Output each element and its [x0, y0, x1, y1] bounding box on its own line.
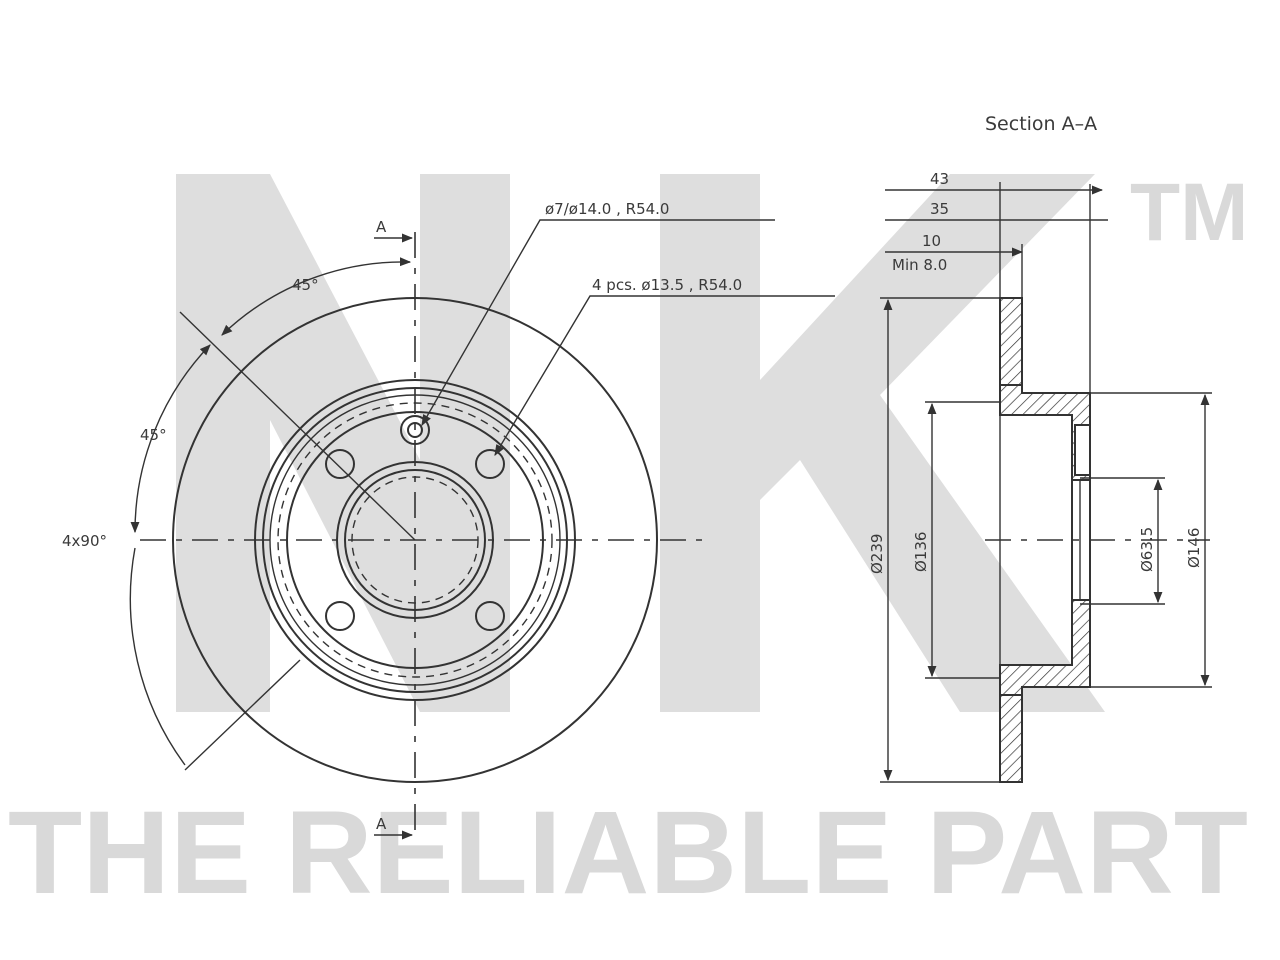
angle-label-top: 45°: [292, 276, 319, 294]
section-friction-ring-top: [999, 297, 1023, 386]
dim-thickness: 10: [922, 232, 941, 250]
angle-extension-line: [184, 659, 301, 771]
friction-ring-inner-edge: [254, 379, 576, 701]
section-friction-ring-bottom: [999, 694, 1023, 783]
disc-outer-edge: [172, 297, 658, 783]
center-bore-outer: [336, 461, 494, 619]
pin-hole-callout: ø7/ø14.0 , R54.0: [545, 200, 669, 218]
hat-groove-1: [269, 394, 561, 686]
front-view: 45° 45° 4x90° A A ø7/ø14.0 , R54.0 4 pcs…: [62, 200, 835, 840]
section-title: Section A–A: [985, 113, 1097, 135]
section-marker-bottom-label: A: [376, 815, 387, 833]
bolt-hole-bottom-left: [325, 601, 355, 631]
pin-hole-outer: [400, 415, 430, 445]
pin-hole-leader: [421, 219, 775, 426]
angle-arc-top: [221, 257, 412, 336]
section-marker-top-label: A: [376, 218, 387, 236]
hat-hidden-line: [277, 402, 553, 678]
bolt-hole-bottom-right: [475, 601, 505, 631]
watermark-letter-k: [660, 174, 1105, 712]
dim-total-height: 43: [930, 170, 949, 188]
dim-min-thickness: Min 8.0: [892, 256, 947, 274]
hat-face-edge: [286, 411, 544, 669]
dim-outer-diameter: Ø239: [868, 534, 886, 574]
watermark-letter-n: [176, 174, 510, 712]
dim-hat-height: 35: [930, 200, 949, 218]
angle-arc-lower: [129, 547, 186, 766]
watermark-tagline: THE RELIABLE PART: [8, 787, 1248, 919]
dim-hat-diameter: Ø146: [1185, 528, 1203, 568]
angle-label-side: 45°: [140, 426, 167, 444]
bolt-holes-callout: 4 pcs. ø13.5 , R54.0: [592, 276, 742, 294]
dim-friction-inner-diameter: Ø136: [912, 532, 930, 572]
angle-arc-side: [130, 344, 211, 534]
center-bore: [344, 469, 486, 611]
hat-outer-edge: [262, 387, 568, 693]
bolt-hole-top-left: [325, 449, 355, 479]
watermark-trademark: TM: [1130, 167, 1248, 258]
bolt-holes-leader: [494, 295, 835, 456]
pattern-label: 4x90°: [62, 532, 107, 550]
bolt-hole-top-right: [475, 449, 505, 479]
section-hat-top: [999, 384, 1091, 481]
section-view: 43 35 10 Min 8.0 Ø239 Ø136 Ø63.5 Ø146: [868, 170, 1212, 783]
angle-reference-line: [179, 311, 416, 541]
pin-hole-inner: [407, 422, 423, 438]
center-bore-hidden: [351, 476, 479, 604]
dim-center-bore: Ø63.5: [1138, 527, 1156, 572]
